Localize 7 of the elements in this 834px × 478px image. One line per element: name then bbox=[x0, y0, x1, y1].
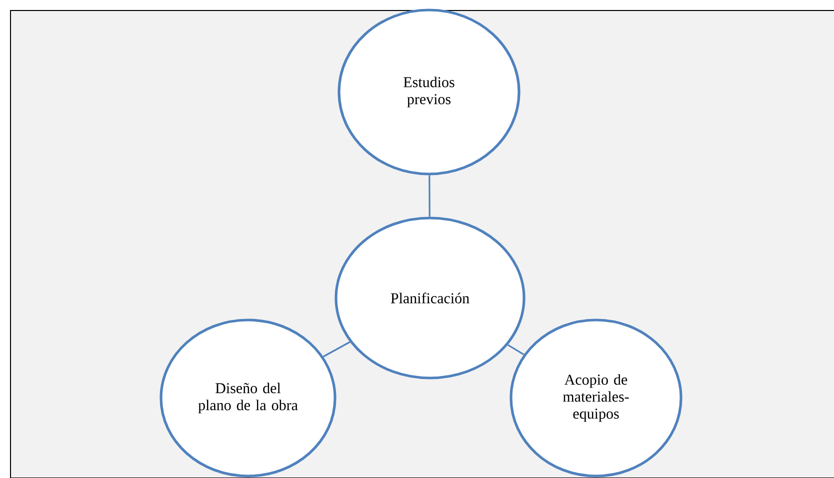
connector-line bbox=[507, 344, 524, 356]
circle-node: Planificación bbox=[334, 216, 526, 380]
circle-node: Acopio de materiales- equipos bbox=[510, 318, 682, 478]
circle-node: Diseño del plano de la obra bbox=[160, 318, 336, 478]
circle-node: Estudios previos bbox=[338, 8, 520, 176]
connector-line bbox=[428, 175, 430, 217]
connector-line bbox=[322, 341, 350, 358]
